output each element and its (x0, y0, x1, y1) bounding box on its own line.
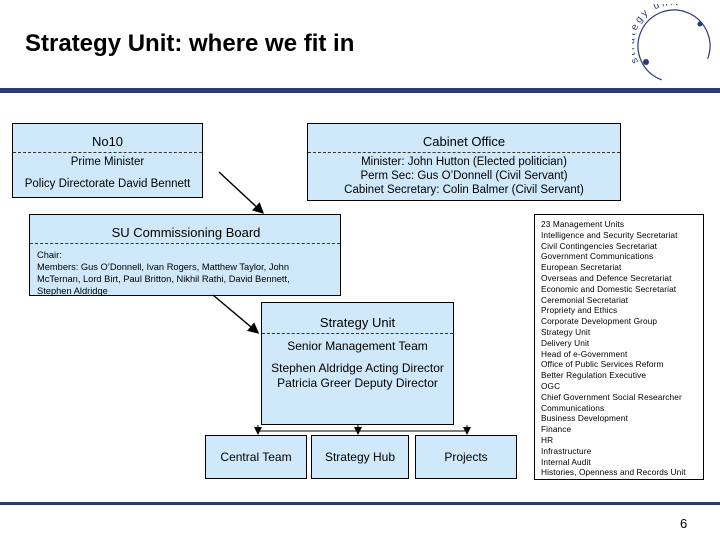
team-strategy-hub: Strategy Hub (311, 435, 409, 479)
cabinet-office-perm-sec: Perm Sec: Gus O’Donnell (Civil Servant) (360, 170, 568, 182)
strategy-unit-divider (262, 333, 453, 334)
team-projects: Projects (415, 435, 517, 479)
list-item: Corporate Development Group (541, 316, 658, 327)
footer-rule (0, 502, 720, 505)
page-number: 6 (680, 516, 688, 531)
strategy-unit-box: Strategy Unit Senior Management Team Ste… (261, 302, 454, 425)
team-central: Central Team (205, 435, 307, 479)
list-item: Better Regulation Executive (541, 370, 647, 381)
list-item: Government Communications (541, 251, 654, 262)
cabinet-office-box: Cabinet Office Minister: John Hutton (El… (307, 123, 621, 201)
list-item: OGC (541, 380, 561, 391)
cabinet-office-minister: Minister: John Hutton (Elected politicia… (361, 156, 567, 168)
list-item: Head of e-Government (541, 348, 628, 359)
list-item: Histories, Openness and Records Unit (541, 467, 686, 478)
strategy-unit-deputy: Patricia Greer Deputy Director (277, 376, 438, 390)
no10-prime-minister: Prime Minister (70, 156, 145, 168)
commissioning-board-divider (30, 243, 340, 244)
cabinet-office-secretary: Cabinet Secretary: Colin Balmer (Civil S… (344, 184, 584, 196)
no10-title: No10 (91, 134, 124, 149)
list-item: Economic and Domestic Secretariat (541, 283, 677, 294)
cabinet-office-title: Cabinet Office (422, 134, 506, 149)
board-chair: Chair: (37, 250, 62, 260)
list-item: Overseas and Defence Secretariat (541, 272, 672, 283)
no10-divider (13, 152, 202, 153)
list-item: Infrastructure (541, 445, 592, 456)
commissioning-board-title: SU Commissioning Board (111, 225, 261, 240)
strategy-unit-logo: strategy unit (632, 4, 711, 83)
list-item: Intelligence and Security Secretariat (541, 229, 678, 240)
connector-no10-to-cabinet (218, 171, 265, 214)
list-item: Propriety and Ethics (541, 305, 618, 316)
list-item: Finance (541, 424, 572, 435)
header-rule (0, 88, 720, 93)
list-item: Ceremonial Secretariat (541, 294, 629, 305)
list-item: European Secretariat (541, 262, 622, 273)
list-item: Civil Contingencies Secretariat (541, 240, 658, 251)
no10-policy-directorate: Policy Directorate David Bennett (24, 178, 191, 190)
list-item: Chief Government Social Researcher (541, 391, 682, 402)
list-item: Internal Audit (541, 456, 591, 467)
commissioning-board-members: Chair: Members: Gus O’Donnell, Ivan Roge… (37, 249, 336, 297)
list-item: 23 Management Units (541, 219, 625, 229)
strategy-unit-director: Stephen Aldridge Acting Director (271, 361, 444, 375)
board-members-line: McTernan, Lord Birt, Paul Britton, Nikhi… (37, 274, 290, 284)
board-members-line: Stephen Aldridge (37, 286, 108, 296)
commissioning-board-box: SU Commissioning Board Chair: Members: G… (29, 214, 341, 296)
board-members-line: Members: Gus O’Donnell, Ivan Rogers, Mat… (37, 262, 289, 272)
list-item: Office of Public Services Reform (541, 359, 664, 370)
list-item: Business Development (541, 413, 628, 424)
list-item: Delivery Unit (541, 337, 590, 348)
strategy-unit-title: Strategy Unit (319, 315, 396, 330)
list-item: Strategy Unit (541, 326, 591, 337)
cabinet-office-divider (308, 152, 620, 153)
management-units-list: 23 Management Units Intelligence and Sec… (534, 214, 704, 480)
page-title: Strategy Unit: where we fit in (25, 30, 355, 57)
list-item: Communications (541, 402, 605, 413)
no10-box: No10 Prime Minister Policy Directorate D… (12, 123, 203, 198)
list-item: HR (541, 434, 554, 445)
strategy-unit-smt: Senior Management Team (287, 339, 428, 353)
connector-board-to-su (212, 294, 260, 334)
